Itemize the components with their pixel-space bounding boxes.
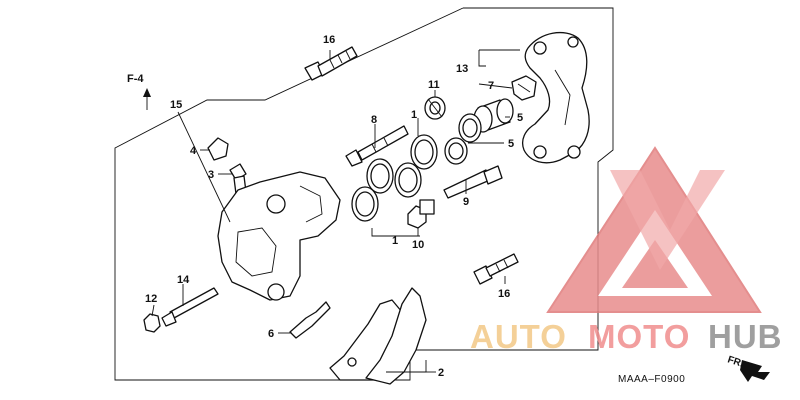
part-1-piston-seals [351,134,438,222]
part-6-pad-spring [289,301,331,339]
callout-2: 2 [438,367,444,379]
part-12-nut [143,313,161,333]
part-11-boot [424,96,446,120]
part-16-upper-bolt [304,46,358,81]
part-13-caliper-bracket [521,31,590,164]
watermark-m-shape [610,170,725,270]
part-9-pin-bolt [443,165,503,199]
watermark-text-auto: AUTO [470,318,567,355]
diagram-code: MAAA–F0900 [618,374,685,385]
part-7-clip [511,75,537,101]
part-2-brake-pads [329,287,427,385]
callout-3: 3 [208,169,214,181]
reference-label-f4: F-4 [127,73,144,85]
part-8-pin-bolt [345,125,409,167]
watermark-text-hub: HUB [708,318,783,355]
callout-5-lower: 5 [508,138,514,150]
callout-12: 12 [145,293,157,305]
callout-8: 8 [371,114,377,126]
f4-reference-arrow [143,88,151,110]
part-10-bolt [407,199,435,229]
callout-10: 10 [412,239,424,251]
callout-16-lower: 16 [498,288,510,300]
callout-1-lower: 1 [392,235,398,247]
front-marker-label: FR. [726,354,745,370]
callout-15: 15 [170,99,182,111]
callout-1-upper: 1 [411,109,417,121]
callout-labels: 16 13 7 11 8 1 5 5 9 10 1 4 3 15 14 12 6… [127,34,745,385]
watermark-logo: AUTO MOTO HUB [470,146,783,355]
leader-lines [151,49,520,373]
callout-11: 11 [428,79,440,91]
callout-7: 7 [488,80,494,92]
part-4-bleeder-cap [207,137,229,161]
callout-14: 14 [177,274,190,286]
front-direction-arrow [740,360,770,382]
part-14-slide-pin [161,287,219,327]
part-15-caliper-body [217,171,341,301]
callout-5-upper: 5 [517,112,523,124]
callout-13: 13 [456,63,468,75]
part-5-piston-lower [444,113,482,165]
watermark-text-moto: MOTO [588,318,690,355]
part-16-lower-bolt [473,253,519,285]
watermark-triangle-core [622,240,688,288]
callout-4: 4 [190,145,197,157]
callout-16-upper: 16 [323,34,335,46]
assembly-boundary-frame [114,7,614,381]
callout-9: 9 [463,196,469,208]
callout-6: 6 [268,328,274,340]
